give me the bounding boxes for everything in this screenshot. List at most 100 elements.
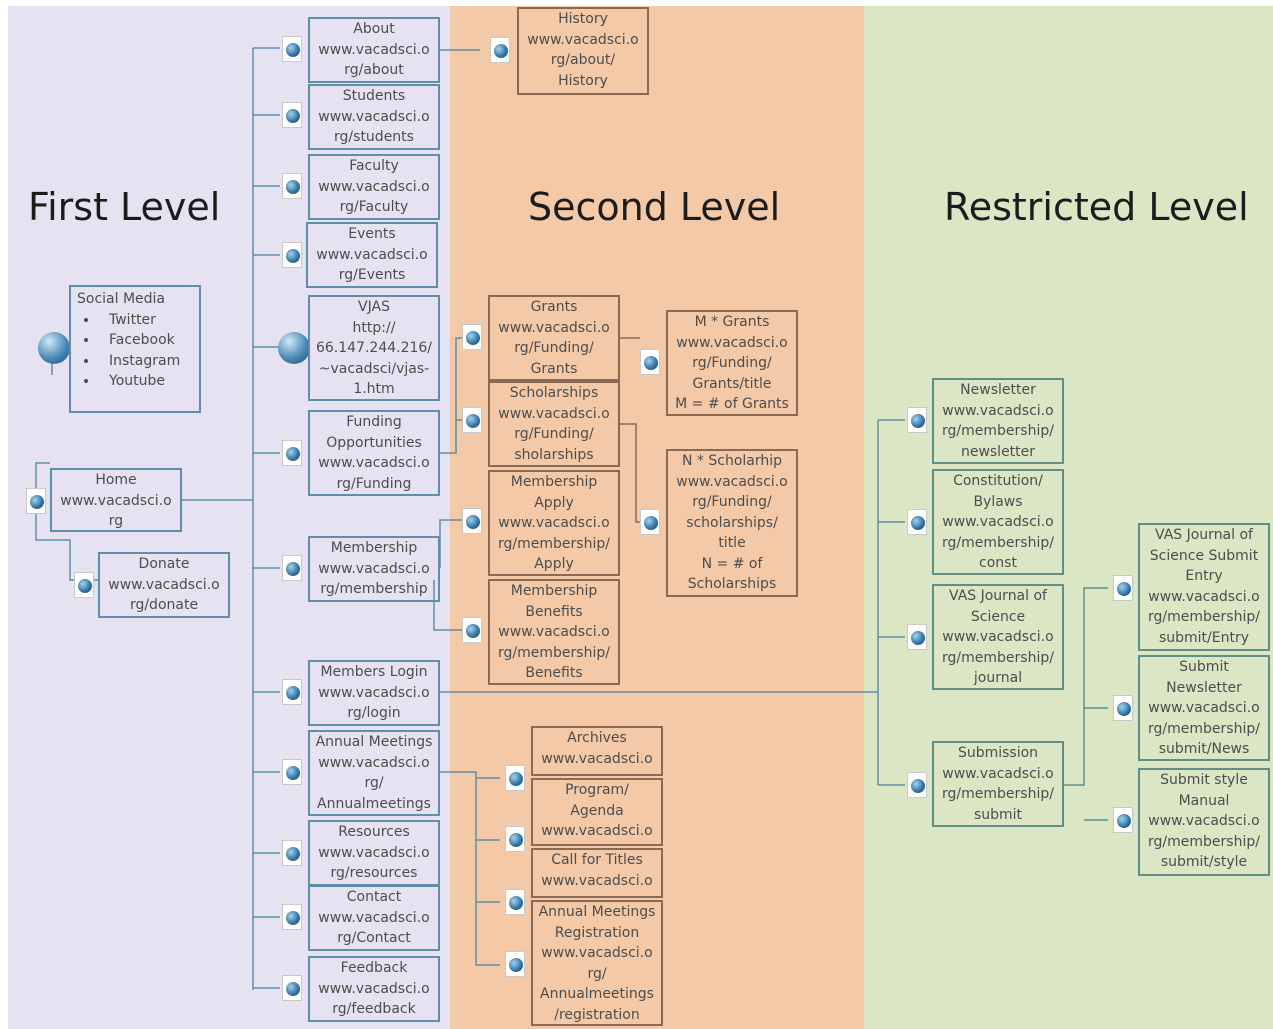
node-about[interactable]: About www.vacadsci.o rg/about xyxy=(308,17,440,83)
social-item-facebook[interactable]: Facebook xyxy=(99,330,193,351)
node-archives-label: Archives www.vacadsci.o xyxy=(541,730,653,767)
node-constitution[interactable]: Constitution/ Bylaws www.vacadsci.o rg/m… xyxy=(932,469,1064,575)
node-grants[interactable]: Grants www.vacadsci.o rg/Funding/ Grants xyxy=(488,295,620,381)
node-submit-newsletter[interactable]: Submit Newsletter www.vacadsci.o rg/memb… xyxy=(1138,655,1270,761)
globe-icon xyxy=(503,951,527,979)
node-annual-meetings[interactable]: Annual Meetings www.vacadsci.o rg/ Annua… xyxy=(308,730,440,816)
social-item-youtube[interactable]: Youtube xyxy=(99,371,193,392)
node-newsletter-label: Newsletter www.vacadsci.o rg/membership/… xyxy=(942,382,1054,460)
node-program-agenda-label: Program/ Agenda www.vacadsci.o xyxy=(541,782,653,839)
node-submit-style[interactable]: Submit style Manual www.vacadsci.o rg/me… xyxy=(1138,768,1270,876)
node-donate[interactable]: Donate www.vacadsci.o rg/donate xyxy=(98,552,230,618)
first-level-band xyxy=(8,6,450,1029)
node-faculty[interactable]: Faculty www.vacadsci.o rg/Faculty xyxy=(308,154,440,220)
node-grants-label: Grants www.vacadsci.o rg/Funding/ Grants xyxy=(498,299,610,377)
node-archives[interactable]: Archives www.vacadsci.o xyxy=(531,726,663,776)
node-submission[interactable]: Submission www.vacadsci.o rg/membership/… xyxy=(932,741,1064,827)
node-members-login[interactable]: Members Login www.vacadsci.o rg/login xyxy=(308,660,440,726)
node-vas-journal[interactable]: VAS Journal of Science www.vacadsci.o rg… xyxy=(932,584,1064,690)
node-n-scholarships[interactable]: N * Scholarhip www.vacadsci.o rg/Funding… xyxy=(666,449,798,597)
node-vjas-label: VJAS http:// 66.147.244.216/ ~vacadsci/v… xyxy=(315,299,433,397)
node-submit-entry[interactable]: VAS Journal of Science Submit Entry www.… xyxy=(1138,523,1270,651)
node-program-agenda[interactable]: Program/ Agenda www.vacadsci.o xyxy=(531,778,663,846)
globe-icon xyxy=(488,37,512,65)
globe-icon xyxy=(280,173,304,201)
connector-submission-children xyxy=(1062,587,1108,821)
node-membership-benefits[interactable]: Membership Benefits www.vacadsci.o rg/me… xyxy=(488,579,620,685)
globe-icon xyxy=(460,324,484,352)
connector-membership-children xyxy=(433,519,462,631)
node-submit-style-label: Submit style Manual www.vacadsci.o rg/me… xyxy=(1148,772,1260,870)
globe-icon xyxy=(503,826,527,854)
node-history-label: History www.vacadsci.o rg/about/ History xyxy=(527,11,639,89)
globe-icon xyxy=(905,509,929,537)
node-about-label: About www.vacadsci.o rg/about xyxy=(318,21,430,78)
node-students[interactable]: Students www.vacadsci.o rg/students xyxy=(308,84,440,150)
node-contact-label: Contact www.vacadsci.o rg/Contact xyxy=(318,889,430,946)
node-call-for-titles-label: Call for Titles www.vacadsci.o xyxy=(541,852,653,889)
node-scholarships-label: Scholarships www.vacadsci.o rg/Funding/ … xyxy=(498,385,610,463)
social-item-twitter[interactable]: Twitter xyxy=(99,310,193,331)
globe-icon xyxy=(280,759,304,787)
globe-icon xyxy=(280,242,304,270)
node-submit-entry-label: VAS Journal of Science Submit Entry www.… xyxy=(1148,527,1260,646)
node-donate-label: Donate www.vacadsci.o rg/donate xyxy=(108,556,220,613)
node-m-grants[interactable]: M * Grants www.vacadsci.o rg/Funding/ Gr… xyxy=(666,310,798,416)
restricted-level-title: Restricted Level xyxy=(944,185,1249,229)
node-history[interactable]: History www.vacadsci.o rg/about/ History xyxy=(517,7,649,95)
node-membership[interactable]: Membership www.vacadsci.o rg/membership xyxy=(308,536,440,602)
globe-icon xyxy=(280,102,304,130)
node-feedback[interactable]: Feedback www.vacadsci.o rg/feedback xyxy=(308,956,440,1022)
node-am-registration-label: Annual Meetings Registration www.vacadsc… xyxy=(538,904,656,1023)
globe-icon xyxy=(638,509,662,537)
globe-icon xyxy=(280,840,304,868)
globe-icon xyxy=(24,488,48,516)
node-vas-journal-label: VAS Journal of Science www.vacadsci.o rg… xyxy=(942,588,1054,686)
node-newsletter[interactable]: Newsletter www.vacadsci.o rg/membership/… xyxy=(932,378,1064,464)
globe-icon xyxy=(280,679,304,707)
node-home[interactable]: Home www.vacadsci.o rg xyxy=(50,468,182,532)
node-n-scholarships-label: N * Scholarhip www.vacadsci.o rg/Funding… xyxy=(676,453,788,592)
node-vjas[interactable]: VJAS http:// 66.147.244.216/ ~vacadsci/v… xyxy=(308,295,440,401)
social-media-heading: Social Media xyxy=(77,291,166,307)
globe-icon xyxy=(72,572,96,600)
node-membership-apply[interactable]: Membership Apply www.vacadsci.o rg/membe… xyxy=(488,470,620,576)
node-membership-label: Membership www.vacadsci.o rg/membership xyxy=(318,540,430,597)
node-membership-benefits-label: Membership Benefits www.vacadsci.o rg/me… xyxy=(498,583,610,681)
node-home-label: Home www.vacadsci.o rg xyxy=(60,472,172,529)
node-constitution-label: Constitution/ Bylaws www.vacadsci.o rg/m… xyxy=(942,473,1054,571)
connector-funding-children xyxy=(440,337,462,454)
second-level-title: Second Level xyxy=(528,185,781,229)
node-funding-label: Funding Opportunities www.vacadsci.o rg/… xyxy=(318,414,430,492)
globe-icon xyxy=(280,975,304,1003)
node-scholarships[interactable]: Scholarships www.vacadsci.o rg/Funding/ … xyxy=(488,381,620,467)
first-level-title: First Level xyxy=(28,185,221,229)
node-faculty-label: Faculty www.vacadsci.o rg/Faculty xyxy=(318,158,430,215)
node-contact[interactable]: Contact www.vacadsci.o rg/Contact xyxy=(308,885,440,951)
globe-icon xyxy=(905,407,929,435)
globe-icon xyxy=(38,332,72,366)
node-resources[interactable]: Resources www.vacadsci.o rg/resources xyxy=(308,820,440,886)
node-am-registration[interactable]: Annual Meetings Registration www.vacadsc… xyxy=(531,900,663,1026)
globe-icon xyxy=(905,772,929,800)
globe-icon xyxy=(280,555,304,583)
globe-icon xyxy=(638,349,662,377)
node-events[interactable]: Events www.vacadsci.o rg/Events xyxy=(306,222,438,288)
node-call-for-titles[interactable]: Call for Titles www.vacadsci.o xyxy=(531,848,663,898)
node-students-label: Students www.vacadsci.o rg/students xyxy=(318,88,430,145)
connector-second-children xyxy=(620,337,640,523)
globe-icon xyxy=(460,407,484,435)
node-social-media[interactable]: Social Media Twitter Facebook Instagram … xyxy=(69,285,201,413)
globe-icon xyxy=(905,624,929,652)
globe-icon xyxy=(503,765,527,793)
node-funding[interactable]: Funding Opportunities www.vacadsci.o rg/… xyxy=(308,410,440,496)
node-m-grants-label: M * Grants www.vacadsci.o rg/Funding/ Gr… xyxy=(675,314,789,412)
social-item-instagram[interactable]: Instagram xyxy=(99,351,193,372)
node-resources-label: Resources www.vacadsci.o rg/resources xyxy=(318,824,430,881)
globe-icon xyxy=(280,904,304,932)
globe-icon xyxy=(460,508,484,536)
connector-annual-children xyxy=(440,771,500,966)
node-submit-newsletter-label: Submit Newsletter www.vacadsci.o rg/memb… xyxy=(1148,659,1260,757)
connector-spine-branches xyxy=(253,47,280,989)
